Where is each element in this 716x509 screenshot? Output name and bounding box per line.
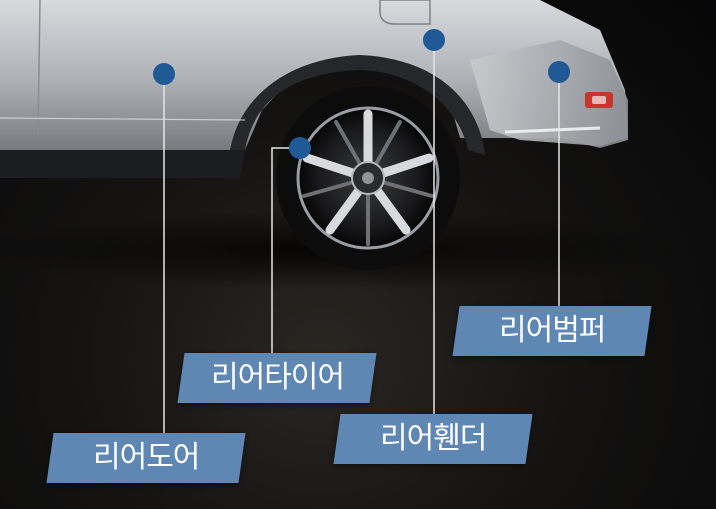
- label-rear-bumper-text: 리어범퍼: [498, 313, 606, 348]
- label-rear-fender-text: 리어휀더: [379, 421, 487, 456]
- marker-rear-tire: [289, 137, 311, 159]
- fender-cladding: [230, 55, 485, 155]
- rear-wheel: [276, 86, 460, 270]
- label-rear-tire: 리어타이어: [177, 353, 377, 403]
- door-seam: [37, 0, 41, 136]
- marker-rear-bumper: [548, 61, 570, 83]
- label-rear-bumper: 리어범퍼: [452, 306, 652, 356]
- label-rear-tire-text: 리어타이어: [210, 360, 344, 395]
- label-rear-fender: 리어휀더: [333, 414, 533, 464]
- marker-rear-fender: [423, 29, 445, 51]
- marker-rear-door: [153, 63, 175, 85]
- rear-bumper-shape: [470, 40, 628, 146]
- bumper-trim: [504, 126, 601, 134]
- label-rear-door: 리어도어: [46, 433, 246, 483]
- body-character-line: [0, 117, 246, 121]
- label-rear-door-text: 리어도어: [92, 440, 200, 475]
- fuel-door: [379, 0, 431, 25]
- body-cladding: [0, 150, 245, 178]
